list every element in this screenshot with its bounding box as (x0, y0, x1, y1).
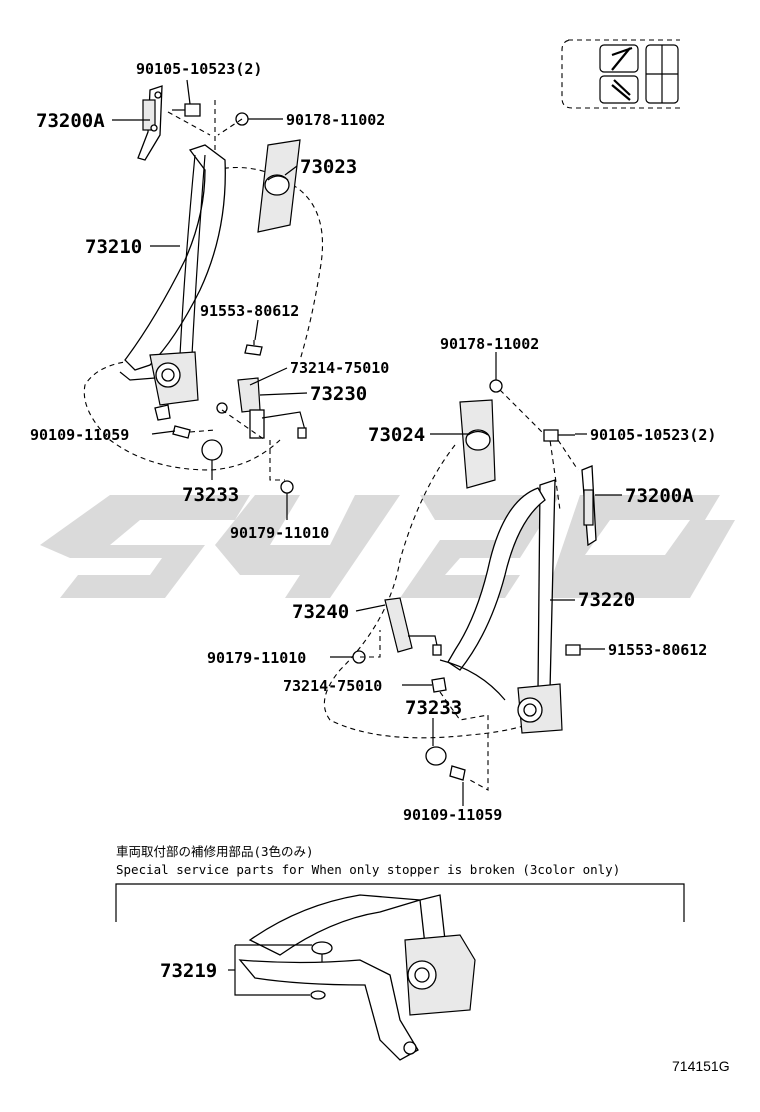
callout-90178-11002-b: 90178-11002 (440, 335, 539, 353)
front-seat-belt-assembly-right (323, 379, 597, 791)
callout-73214-75010: 73214-75010 (290, 359, 389, 377)
callout-73219: 73219 (160, 960, 217, 982)
vehicle-locator-icon (561, 39, 680, 109)
callout-90105-10523-b: 90105-10523(2) (590, 426, 716, 444)
callout-73200a-b: 73200A (625, 485, 694, 507)
callout-73200a: 73200A (36, 110, 105, 132)
callout-91553-80612-b: 91553-80612 (608, 641, 707, 659)
callout-73024: 73024 (368, 424, 425, 446)
callout-labels: 90105-10523(2) 73200A 90178-11002 73023 … (30, 60, 716, 982)
callout-90179-11010-b: 90179-11010 (207, 649, 306, 667)
callout-73220: 73220 (578, 589, 635, 611)
callout-73210: 73210 (85, 236, 142, 258)
callout-73240: 73240 (292, 601, 349, 623)
callout-90109-11059-b: 90109-11059 (403, 806, 502, 824)
inset-note-en: Special service parts for When only stop… (116, 862, 620, 877)
callout-90178-11002: 90178-11002 (286, 111, 385, 129)
callout-90109-11059: 90109-11059 (30, 426, 129, 444)
callout-90179-11010: 90179-11010 (230, 524, 329, 542)
special-service-inset: 車両取付部の補修用部品(3色のみ) Special service parts … (115, 844, 685, 1061)
callout-73230: 73230 (310, 383, 367, 405)
callout-73233-b: 73233 (405, 697, 462, 719)
callout-91553-80612: 91553-80612 (200, 302, 299, 320)
diagram-code: 714151G (672, 1058, 730, 1074)
callout-73233: 73233 (182, 484, 239, 506)
watermark-logo (40, 495, 735, 598)
inset-note-jp: 車両取付部の補修用部品(3色のみ) (116, 844, 314, 859)
front-seat-belt-assembly-left (83, 85, 323, 494)
callout-73023: 73023 (300, 156, 357, 178)
callout-73214-75010-b: 73214-75010 (283, 677, 382, 695)
callout-90105-10523: 90105-10523(2) (136, 60, 262, 78)
leader-lines (112, 79, 622, 971)
